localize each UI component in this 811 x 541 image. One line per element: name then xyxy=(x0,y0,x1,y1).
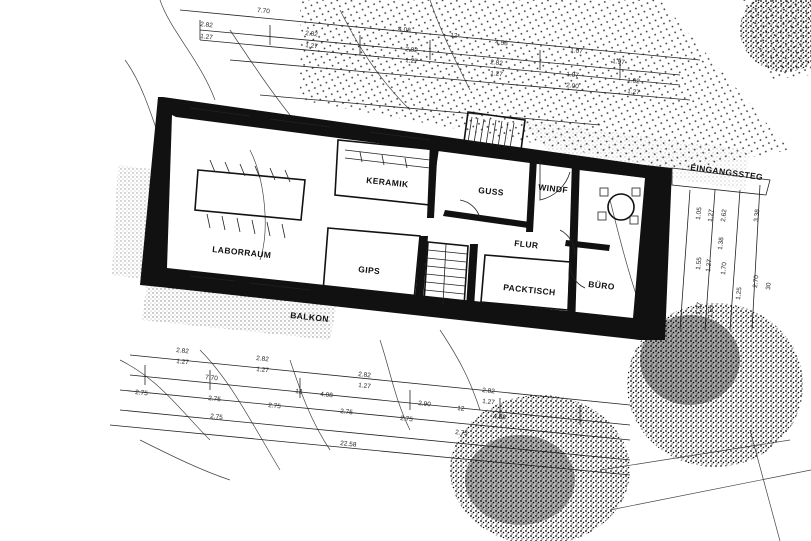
dim-label: 2.75 xyxy=(135,389,149,397)
dim-label: 1.27 xyxy=(176,358,190,366)
dimension-lines-top xyxy=(179,9,701,126)
dim-label: 1.27 xyxy=(200,33,214,41)
dim-label: 2.75 xyxy=(268,402,282,410)
dim-label: 12 xyxy=(457,405,465,413)
dim-label: 30 xyxy=(765,282,773,290)
dim-label: 2.90 xyxy=(418,400,432,408)
dim-label: 1.27 xyxy=(358,382,372,390)
dim-label: 1.70 xyxy=(720,262,728,276)
dim-label: 1.25 xyxy=(735,287,743,301)
building xyxy=(140,97,672,340)
dim-label: 7.70 xyxy=(257,7,271,15)
lab-table xyxy=(194,159,306,239)
dim-label: 4.08 xyxy=(320,391,334,399)
dim-label: 2.82 xyxy=(482,387,496,395)
dim-label: 12 xyxy=(295,388,303,396)
room-label-guss: GUSS xyxy=(478,185,505,198)
tree-bottom-center xyxy=(450,395,630,541)
dim-label: 1.27 xyxy=(405,57,419,65)
dim-label: 2.62 xyxy=(720,209,728,223)
dim-label: 2.00 xyxy=(566,82,580,90)
dim-label: 2.75 xyxy=(210,413,224,421)
dim-label: 1.02 xyxy=(627,77,641,85)
tree-top-right xyxy=(740,0,811,72)
dim-label: 2.75 xyxy=(400,415,414,423)
room-label-buero: BÜRO xyxy=(588,279,616,292)
dim-label: 4.58 xyxy=(495,39,509,47)
dim-label: 1.55 xyxy=(695,257,703,271)
dim-label: 2.82 xyxy=(256,355,270,363)
dim-label: 2.70 xyxy=(752,275,760,289)
dim-label: 12 xyxy=(450,32,458,40)
room-label-keramik: KERAMIK xyxy=(366,175,410,189)
dimension-labels-bottom: 2.82 1.27 2.82 1.27 7.70 4.08 12 2.82 1.… xyxy=(135,347,507,449)
dim-label: 4.58 xyxy=(493,413,507,421)
stair-top xyxy=(463,111,526,151)
dim-label: 2.82 xyxy=(405,46,419,54)
dim-label: 1.05 xyxy=(695,207,703,221)
entrance-hatch xyxy=(520,120,750,190)
dim-label: 1.07 xyxy=(566,71,580,79)
dimension-labels-top: 7.70 2.82 1.27 2.82 1.27 4.08 12 4.58 2.… xyxy=(200,7,641,96)
room-label-flur: FLUR xyxy=(514,238,539,250)
dim-label: 1.27 xyxy=(256,366,270,374)
stair-center xyxy=(423,241,469,307)
dim-label: 2.82 xyxy=(200,21,214,29)
dim-label: 1.97 xyxy=(612,58,626,66)
dim-label: 2.75 xyxy=(340,408,354,416)
site-dotted-area xyxy=(300,0,790,170)
room-label-laborraum: LABORRAUM xyxy=(212,244,272,260)
dim-label: 4.08 xyxy=(398,26,412,34)
dim-label: 1.38 xyxy=(717,237,725,251)
dim-label: 7.70 xyxy=(205,374,219,382)
dim-label: 22.58 xyxy=(340,440,357,449)
dim-label: 1.27 xyxy=(482,398,496,406)
dim-label: 2.75 xyxy=(208,395,222,403)
dim-label: 2.82 xyxy=(305,30,319,38)
dim-label: 2.82 xyxy=(176,347,190,355)
dim-label: 1.37 xyxy=(695,302,703,316)
balkon-hatch xyxy=(142,275,338,340)
dimension-lines-bottom xyxy=(109,354,631,476)
dimension-labels-right: 1.05 1.27 2.62 1.38 1.55 1.27 1.70 1.37 … xyxy=(695,207,773,319)
dim-label: 1.27 xyxy=(490,70,504,78)
dim-label: 2.82 xyxy=(490,59,504,67)
entrance-walkway xyxy=(671,167,771,196)
dim-label: 1.55 xyxy=(707,305,715,319)
office-table xyxy=(597,187,641,225)
dim-label: 3.38 xyxy=(753,209,761,223)
dim-label: 2.75 xyxy=(455,429,469,437)
room-label-balkon: BALKON xyxy=(290,310,330,324)
dim-label: 1.27 xyxy=(305,42,319,50)
room-label-gips: GIPS xyxy=(358,264,381,276)
dimension-lines-right xyxy=(679,184,761,331)
room-label-windf: WINDF xyxy=(538,182,569,195)
dim-label: 1.27 xyxy=(705,259,713,273)
dim-label: 1.27 xyxy=(707,209,715,223)
room-label-packtisch: PACKTISCH xyxy=(503,282,556,297)
dim-label: 1.27 xyxy=(627,88,641,96)
dim-label: 1.07 xyxy=(570,47,584,55)
dim-label: 2.82 xyxy=(358,371,372,379)
